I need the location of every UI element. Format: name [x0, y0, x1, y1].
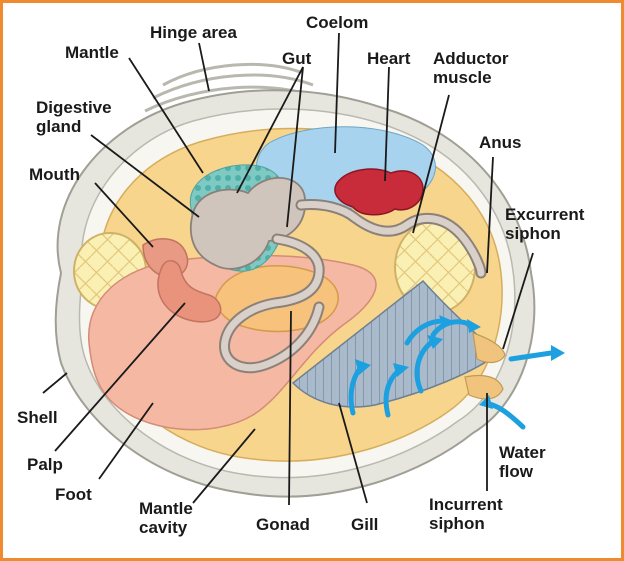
- label-hinge-area: Hinge area: [150, 23, 237, 42]
- gill: [291, 279, 501, 408]
- label-adductor-muscle: Adductor muscle: [433, 49, 509, 87]
- label-heart: Heart: [367, 49, 411, 68]
- label-digestive-gland: Digestive gland: [36, 98, 112, 136]
- excurrent-siphon: [472, 332, 506, 364]
- label-mantle-top: Mantle: [65, 43, 119, 62]
- label-palp: Palp: [27, 455, 63, 474]
- water-flow-arrowheads: [355, 315, 565, 409]
- label-water-flow: Water flow: [499, 443, 546, 481]
- label-incurrent-siphon: Incurrent siphon: [429, 495, 503, 533]
- incurrent-siphon: [464, 374, 504, 400]
- heart: [334, 168, 424, 216]
- label-mouth: Mouth: [29, 165, 80, 184]
- palp: [157, 260, 222, 323]
- leader-lines: [42, 32, 534, 506]
- label-excurrent-siphon: Excurrent siphon: [505, 205, 585, 243]
- label-gill: Gill: [351, 515, 379, 534]
- label-shell: Shell: [17, 408, 58, 427]
- label-anus: Anus: [479, 133, 522, 152]
- label-foot: Foot: [55, 485, 92, 504]
- label-gut: Gut: [282, 49, 312, 68]
- label-coelom: Coelom: [306, 13, 369, 32]
- label-gonad: Gonad: [256, 515, 310, 534]
- gut-tube: [219, 199, 487, 374]
- clam-anatomy-illustration: [42, 32, 565, 506]
- label-mantle-cavity: Mantle cavity: [139, 499, 193, 537]
- stomach: [189, 177, 306, 270]
